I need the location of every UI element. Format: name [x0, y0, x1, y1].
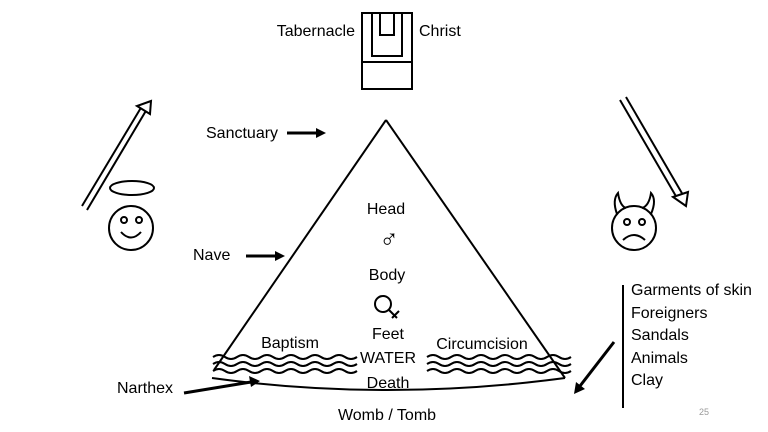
angel-smiley-icon	[108, 180, 155, 251]
male-symbol: ♂	[379, 224, 399, 254]
list-item: Foreigners	[631, 304, 708, 322]
female-symbol-icon	[374, 295, 400, 319]
down-arrow-icon	[619, 96, 690, 208]
nave-label: Nave	[193, 247, 230, 264]
head-label: Head	[367, 201, 405, 218]
sanctuary-label: Sanctuary	[206, 125, 278, 142]
list-item: Sandals	[631, 327, 689, 345]
sanctuary-arrow	[287, 128, 326, 138]
tabernacle-label: Tabernacle	[277, 23, 355, 40]
water-waves-left	[212, 354, 358, 374]
water-waves-right	[426, 354, 572, 374]
narthex-arrow	[183, 376, 260, 395]
death-label: Death	[367, 375, 410, 392]
attributes-list: Garments of skin Foreigners Sandals Anim…	[631, 280, 752, 393]
body-label: Body	[369, 267, 405, 284]
up-arrow-icon	[81, 99, 153, 211]
womb-tomb-label: Womb / Tomb	[338, 407, 436, 424]
list-item: Animals	[631, 349, 688, 367]
list-item: Clay	[631, 372, 664, 390]
nave-triangle	[211, 119, 566, 391]
list-arrow	[574, 341, 616, 394]
devil-frowny-icon	[611, 190, 657, 251]
baptism-label: Baptism	[261, 335, 319, 352]
christ-label: Christ	[419, 23, 461, 40]
water-label: WATER	[360, 350, 416, 367]
feet-label: Feet	[372, 326, 405, 343]
list-item: Garments of skin	[631, 282, 752, 299]
narthex-label: Narthex	[117, 380, 173, 397]
tabernacle-icon	[361, 12, 413, 90]
circumcision-label: Circumcision	[436, 336, 528, 353]
page-number: 25	[699, 407, 710, 417]
nave-arrow	[246, 251, 285, 261]
